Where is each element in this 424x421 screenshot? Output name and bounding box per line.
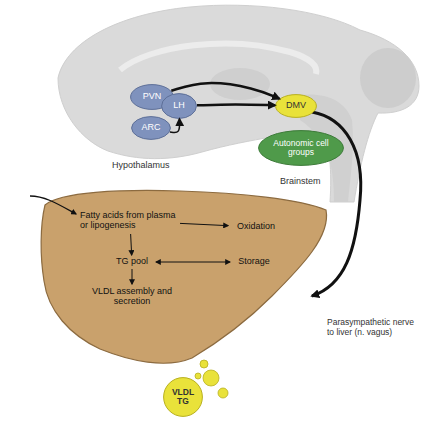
node-text-group: VLDL assembly and secretion bbox=[82, 287, 182, 307]
vldl-particle bbox=[218, 388, 228, 398]
nucleus-ellipse: LH bbox=[161, 93, 197, 119]
node-text-group: TG pool bbox=[116, 257, 148, 267]
process-text: Fatty acids from plasma or lipogenesis bbox=[80, 208, 180, 234]
vldl-particle bbox=[203, 370, 219, 386]
process-text: Storage bbox=[230, 255, 278, 269]
nerve-label: Parasympathetic nerve to liver (n. vagus… bbox=[327, 318, 423, 338]
node-text: Autonomic cell groups bbox=[268, 139, 334, 158]
node-text: VLDL assembly and secretion bbox=[82, 287, 182, 307]
node-text-group: ARC bbox=[141, 123, 160, 133]
process-text: Oxidation bbox=[228, 220, 284, 234]
node-text: DMV bbox=[286, 101, 306, 111]
input-arrow bbox=[30, 196, 76, 214]
node-outline-ellipse bbox=[164, 378, 203, 417]
connector-arrow bbox=[180, 223, 228, 225]
cell-group-ellipse: Autonomic cell groups bbox=[258, 130, 344, 166]
node-outline-ellipse bbox=[276, 95, 317, 118]
node-text-group: Storage bbox=[238, 257, 270, 267]
node-text-group: Autonomic cell groups bbox=[268, 139, 334, 158]
node-outline-ellipse bbox=[132, 117, 171, 140]
connector-arrow bbox=[170, 119, 180, 133]
vldl-particle bbox=[195, 373, 201, 379]
lipoprotein-circle: VLDL TG bbox=[163, 377, 203, 417]
connector-arrow bbox=[132, 269, 133, 284]
node-text-group: Oxidation bbox=[237, 222, 275, 232]
node-outline-ellipse bbox=[162, 94, 197, 119]
thalamus bbox=[210, 68, 270, 100]
node-text-group: VLDL TG bbox=[168, 388, 198, 407]
vldl-particle bbox=[200, 360, 208, 368]
node-text-group: LH bbox=[173, 101, 185, 111]
connector-arrow bbox=[197, 103, 275, 106]
cerebellum bbox=[360, 48, 416, 108]
corpus-callosum bbox=[120, 44, 316, 74]
node-text: TG pool bbox=[116, 257, 148, 267]
node-text-group: PVN bbox=[143, 92, 162, 102]
connector-arrow bbox=[156, 262, 230, 263]
node-text: Oxidation bbox=[237, 222, 275, 232]
node-text: VLDL TG bbox=[168, 388, 198, 407]
region-label: Hypothalamus bbox=[112, 160, 202, 170]
nucleus-ellipse: ARC bbox=[131, 116, 171, 140]
liver-shape bbox=[41, 190, 326, 363]
node-text-group: Fatty acids from plasma or lipogenesis bbox=[80, 211, 180, 231]
brain-silhouette bbox=[58, 5, 419, 202]
process-text: VLDL assembly and secretion bbox=[77, 284, 187, 310]
node-outline-ellipse bbox=[259, 131, 344, 166]
connector-arrow bbox=[131, 234, 132, 255]
region-label: Brainstem bbox=[280, 176, 350, 186]
node-text: PVN bbox=[143, 92, 162, 102]
node-text: Storage bbox=[238, 257, 270, 267]
node-text: Fatty acids from plasma or lipogenesis bbox=[80, 211, 180, 231]
node-text-group: DMV bbox=[286, 101, 306, 111]
connector-arrow bbox=[171, 83, 279, 99]
nucleus-ellipse: DMV bbox=[275, 94, 317, 118]
node-text: ARC bbox=[141, 123, 160, 133]
process-text: TG pool bbox=[108, 255, 156, 269]
node-text: LH bbox=[173, 101, 185, 111]
